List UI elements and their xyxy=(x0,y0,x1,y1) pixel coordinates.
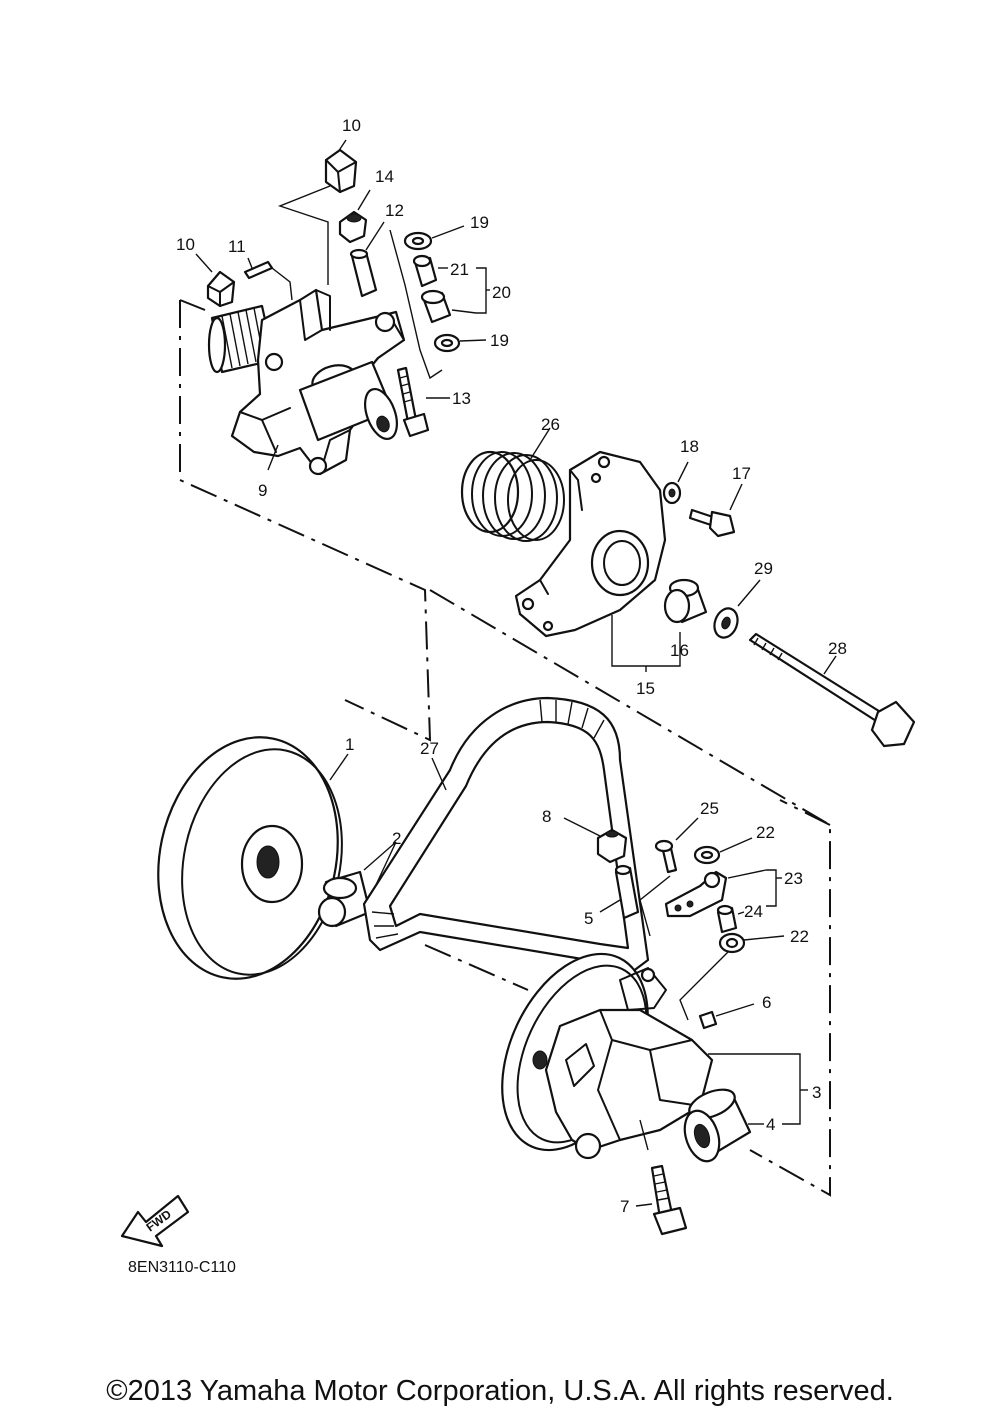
callout-5: 5 xyxy=(584,909,593,928)
callout-labels: 10 14 12 19 10 11 21 20 19 13 26 9 18 17… xyxy=(176,116,847,1216)
part-18-washer xyxy=(662,461,689,505)
callout-6: 6 xyxy=(762,993,771,1012)
part-16-bushing xyxy=(663,578,708,624)
callout-19-top: 19 xyxy=(470,213,489,232)
callout-25: 25 xyxy=(700,799,719,818)
callout-29: 29 xyxy=(754,559,773,578)
callout-9: 9 xyxy=(258,481,267,500)
callout-22-bottom: 22 xyxy=(790,927,809,946)
callout-23: 23 xyxy=(784,869,803,888)
part-29-washer xyxy=(713,579,761,639)
alignment-outline xyxy=(179,299,831,1197)
part-27-drive-belt xyxy=(362,696,650,974)
callout-12: 12 xyxy=(385,201,404,220)
callout-7: 7 xyxy=(620,1197,629,1216)
part-23-link-arm xyxy=(664,869,782,918)
callout-10-top: 10 xyxy=(342,116,361,135)
callout-24: 24 xyxy=(744,902,763,921)
part-25-pin xyxy=(639,817,699,937)
part-9-spider-hub xyxy=(207,288,406,476)
part-19-washer-bottom xyxy=(433,333,487,353)
callout-8: 8 xyxy=(542,807,551,826)
callout-22-top: 22 xyxy=(756,823,775,842)
drawing-code: 8EN3110-C110 xyxy=(128,1259,236,1276)
part-28-bolt xyxy=(748,632,916,748)
callout-10-left: 10 xyxy=(176,235,195,254)
callout-20: 20 xyxy=(492,283,511,302)
part-8-nut xyxy=(563,817,628,864)
forward-arrow-icon: FWD xyxy=(120,1194,190,1248)
part-15-cover xyxy=(514,450,681,672)
callout-21: 21 xyxy=(450,260,469,279)
callout-11: 11 xyxy=(228,237,246,256)
callout-16: 16 xyxy=(670,641,689,660)
part-3-movable-sheave xyxy=(501,952,808,1160)
part-17-bolt xyxy=(688,483,743,538)
callout-2: 2 xyxy=(392,829,401,848)
part-20-bracket xyxy=(451,267,490,314)
part-4-bushing xyxy=(683,1088,764,1163)
part-26-spring xyxy=(460,427,565,542)
part-2-bushing xyxy=(317,841,397,928)
part-19-washer-top xyxy=(403,225,465,251)
part-22-washer-bottom xyxy=(679,932,785,1021)
part-24-collar xyxy=(716,904,745,934)
part-10-left-weight xyxy=(195,253,236,308)
part-20-bushing xyxy=(420,289,452,324)
part-14-nut xyxy=(338,189,371,244)
callout-19-bottom: 19 xyxy=(490,331,509,350)
callout-13: 13 xyxy=(452,389,471,408)
part-22-washer-top xyxy=(693,837,753,865)
callout-4: 4 xyxy=(766,1115,775,1134)
part-12-pin xyxy=(349,221,443,380)
part-7-bolt xyxy=(635,1164,688,1236)
callout-14: 14 xyxy=(375,167,394,186)
callout-26: 26 xyxy=(541,415,560,434)
part-5-pin xyxy=(599,864,640,920)
part-21-collar xyxy=(412,254,448,288)
callout-1: 1 xyxy=(345,735,354,754)
callout-17: 17 xyxy=(732,464,751,483)
callout-18: 18 xyxy=(680,437,699,456)
part-13-bolt xyxy=(396,366,450,438)
callout-3: 3 xyxy=(812,1083,821,1102)
part-6-set-screw xyxy=(698,1003,755,1030)
part-11-rivet xyxy=(243,257,293,301)
copyright-notice: ©2013 Yamaha Motor Corporation, U.S.A. A… xyxy=(106,1375,894,1407)
part-1-fixed-sheave xyxy=(157,736,349,980)
callout-28: 28 xyxy=(828,639,847,658)
callout-27: 27 xyxy=(420,739,439,758)
part-10-top-weight xyxy=(277,139,358,285)
callout-15: 15 xyxy=(636,679,655,698)
